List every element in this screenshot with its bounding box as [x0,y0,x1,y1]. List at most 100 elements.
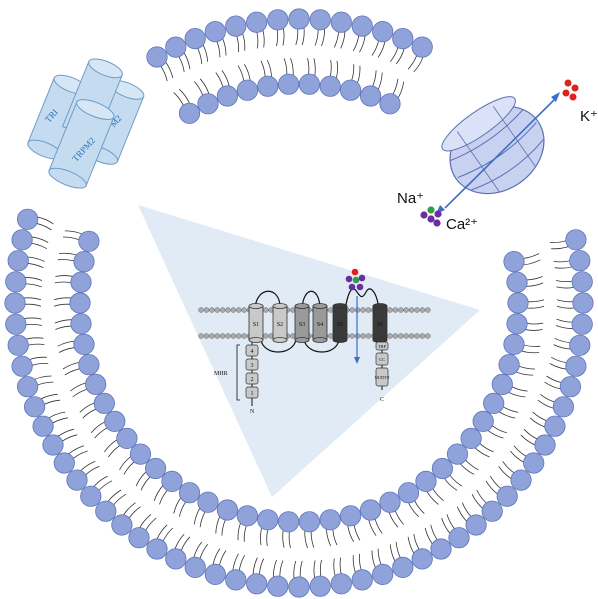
lipid-head [339,79,362,101]
mini-lipid-head [425,333,431,339]
lipid-head [11,355,33,377]
lipid-head [298,511,320,533]
lipid-head [53,452,75,474]
lipid-head [565,229,587,251]
lipid-head [481,500,503,522]
lipid-head [161,470,183,492]
mini-lipid-head [219,307,226,313]
segment-label: S3 [299,322,305,328]
mini-lipid-head [327,333,334,339]
mini-lipid-head [387,307,393,313]
lipid-head [4,292,26,314]
mini-lipid-head [230,333,237,339]
mhr-domain-3: 3 [245,358,259,371]
na-ion-label: Na⁺ [397,190,424,207]
lipid-head [569,250,591,272]
lipid-head [178,102,201,124]
segment-s6: S6 [372,303,388,343]
c-domain-trp: TRP [375,341,389,351]
mini-lipid-head [387,333,393,339]
lipid-head [116,427,138,449]
lipid-head [236,505,258,527]
lipid-head [503,333,525,355]
lipid-head [7,250,29,272]
lipid-head [330,11,352,33]
lipid-head [510,469,532,491]
lipid-head [496,485,518,507]
arrow-out-icon [551,92,560,102]
mini-lipid-head [419,307,426,313]
mini-lipid-head [263,307,269,313]
lipid-head [267,9,289,31]
segment-s2: S2 [272,303,288,343]
mini-lipid-head [203,307,210,313]
lipid-head [66,469,88,491]
lipid-head [379,491,401,513]
mhr-domain-label: 2 [251,377,254,383]
lipid-head [5,271,27,293]
lipid-head [571,313,593,335]
c-domain-cc: CC [375,352,389,366]
lipid-head [446,443,469,465]
lipid-head [257,509,279,531]
lipid-head [197,93,219,115]
lipid-head [392,556,414,579]
k-ion-label: K⁺ [580,108,598,125]
lipid-head [85,373,107,395]
mini-lipid-head [349,333,355,339]
trpm2-subunit-front: TRPM2 [48,99,115,189]
lipid-head [267,575,289,597]
lipid-head [379,93,401,115]
lipid-head [145,457,167,480]
trpm2-channel: TRI M2 TRPM2 [27,58,145,189]
mini-lipid-head [209,307,215,313]
lipid-head [397,482,420,504]
mhr-domain-label: 1 [251,391,254,397]
mini-lipid-head [198,333,204,339]
mini-lipid-head [241,307,247,313]
lipid-head [17,376,39,398]
lipid-head [523,452,545,474]
lipid-head [204,21,226,43]
lipid-head [178,482,201,504]
lipid-head [7,334,29,356]
lipid-head [339,505,362,527]
lipid-head [128,527,150,549]
lipid-head [411,36,433,58]
lipid-head [483,392,505,414]
mini-lipid-head [214,307,220,313]
lipid-head [534,434,556,456]
mhr-domain-1: 1 [245,386,259,399]
c-terminal-label: C [380,397,384,403]
mini-lipid-head [219,333,226,339]
mini-lipid-head [241,333,247,339]
lipid-head [204,563,226,586]
lipid-head [507,292,529,314]
lipid-head [506,271,528,293]
segment-s3: S3 [294,303,310,343]
lipid-head [32,415,54,437]
lipid-head [146,538,168,560]
potassium-channel [441,96,545,195]
mini-lipid-head [365,333,372,339]
lipid-head [197,491,219,513]
lipid-head [430,538,452,560]
lipid-head [288,8,310,30]
mini-lipid-head [225,307,231,313]
lipid-head [309,575,331,597]
lipid-head [93,392,115,414]
mini-lipid-head [230,307,237,313]
segment-s1: S1 [248,303,264,343]
segment-s4: S4 [312,303,328,343]
mini-lipid-head [408,333,415,339]
mhr-domain-4: 4 [245,344,259,357]
lipid-head [359,85,382,107]
lipid-head [216,499,238,521]
mhr-label: MHR [214,371,228,377]
c-domain-label: NUDT9 [375,375,390,380]
mini-lipid-head [403,307,409,313]
lipid-head [78,354,100,376]
mini-lipid-head [414,333,420,339]
